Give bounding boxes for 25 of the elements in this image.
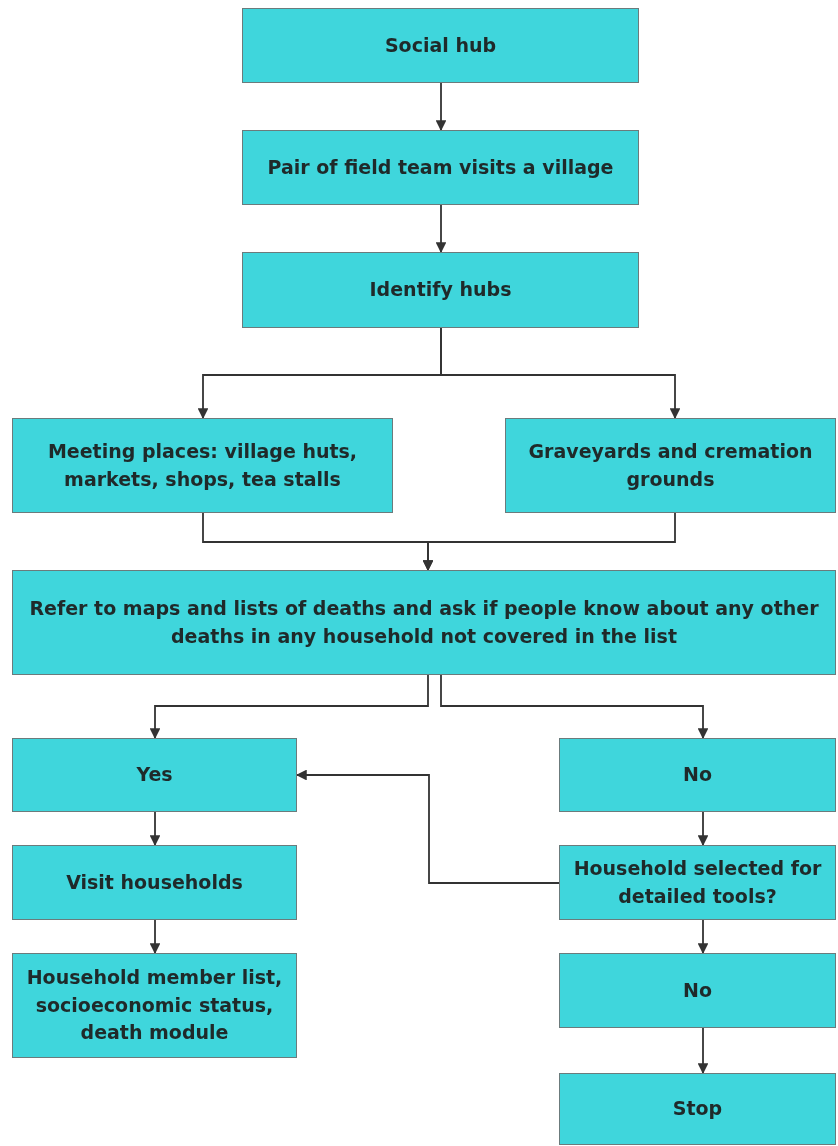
process-box: Stop: [559, 1073, 836, 1145]
arrow: [697, 811, 709, 847]
arrow: [422, 512, 676, 572]
process-box: Graveyards and cremation grounds: [505, 418, 836, 513]
arrow: [435, 204, 447, 254]
arrow: [435, 82, 447, 132]
process-box: Visit households: [12, 845, 297, 920]
arrow: [440, 674, 709, 740]
process-box: Household selected for detailed tools?: [559, 845, 836, 920]
process-box: Meeting places: village huts, markets, shops, tea stalls: [12, 418, 393, 513]
process-box: No: [559, 738, 836, 812]
arrow: [149, 674, 429, 740]
arrow: [149, 919, 161, 955]
arrow: [295, 769, 560, 884]
process-box: Identify hubs: [242, 252, 639, 328]
arrow: [697, 919, 709, 955]
process-box: Household member list, socioeconomic status, death module: [12, 953, 297, 1058]
process-box: No: [559, 953, 836, 1028]
arrow: [149, 811, 161, 847]
arrow: [697, 1027, 709, 1075]
process-box: Yes: [12, 738, 297, 812]
process-box: Social hub: [242, 8, 639, 83]
process-box: Refer to maps and lists of deaths and ask if people know about any other deaths in any household not covered in the list: [12, 570, 836, 675]
process-box: Pair of field team visits a village: [242, 130, 639, 205]
arrow: [440, 327, 681, 420]
